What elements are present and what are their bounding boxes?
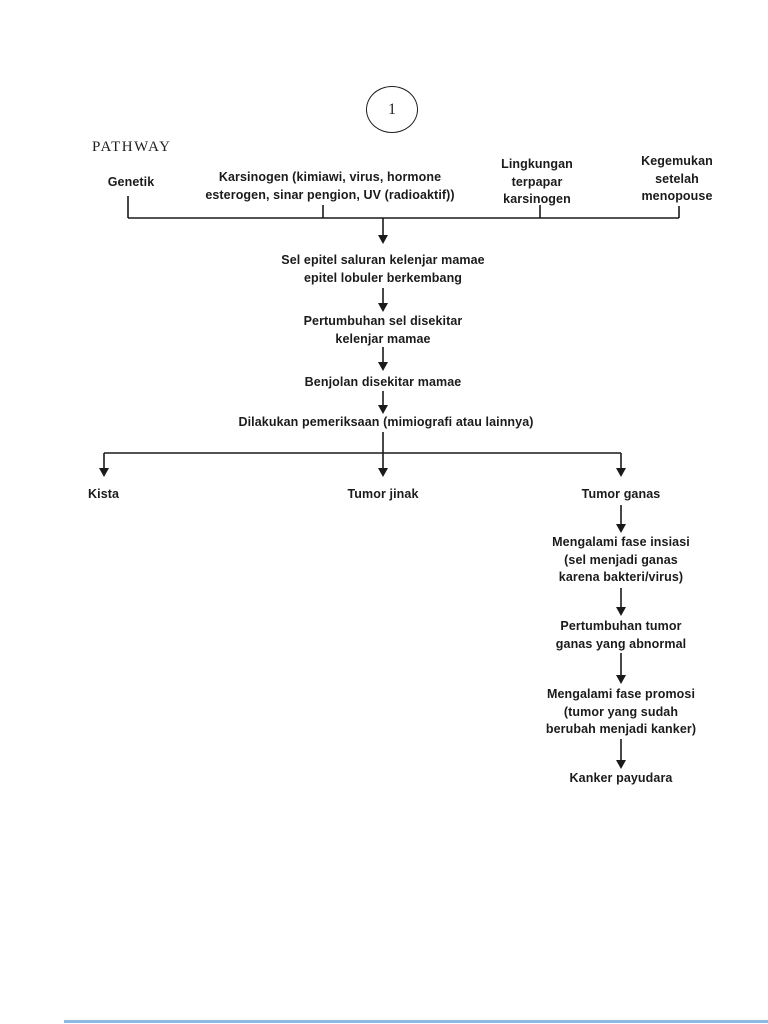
page-number-text: 1 (388, 100, 396, 118)
node-fase-promosi: Mengalami fase promosi (tumor yang sudah… (545, 687, 697, 736)
node-benjolan: Benjolan disekitar mamae (304, 375, 462, 389)
node-pemeriksaan: Dilakukan pemeriksaan (mimiografi atau l… (238, 415, 534, 429)
node-kista: Kista (88, 487, 120, 501)
arrowhead (616, 468, 626, 477)
arrowhead (616, 675, 626, 684)
page-number-badge: 1 (366, 86, 418, 133)
bottom-divider-rule (64, 1020, 768, 1023)
arrowhead (378, 235, 388, 244)
node-lingkungan: Lingkungan terpapar karsinogen (501, 157, 573, 206)
arrowhead (99, 468, 109, 477)
node-pertumbuhan-tumor: Pertumbuhan tumor ganas yang abnormal (555, 619, 687, 651)
node-pertumbuhan-sel: Pertumbuhan sel disekitar kelenjar mamae (303, 314, 463, 346)
node-tumor-jinak: Tumor jinak (347, 487, 419, 501)
arrowhead (378, 468, 388, 477)
node-tumor-ganas: Tumor ganas (581, 487, 661, 501)
page-title: PATHWAY (92, 139, 172, 155)
node-sel-epitel: Sel epitel saluran kelenjar mamae epitel… (281, 253, 485, 285)
arrowhead (616, 524, 626, 533)
node-genetik: Genetik (107, 175, 155, 189)
node-karsinogen: Karsinogen (kimiawi, virus, hormone este… (205, 170, 455, 202)
node-kanker-payudara: Kanker payudara (569, 771, 673, 785)
arrowhead (378, 405, 388, 414)
arrowhead (378, 362, 388, 371)
node-kegemukan: Kegemukan setelah menopouse (641, 154, 713, 203)
arrowhead (616, 607, 626, 616)
arrowhead (616, 760, 626, 769)
node-fase-insiasi: Mengalami fase insiasi (sel menjadi gana… (552, 535, 690, 584)
arrowhead (378, 303, 388, 312)
